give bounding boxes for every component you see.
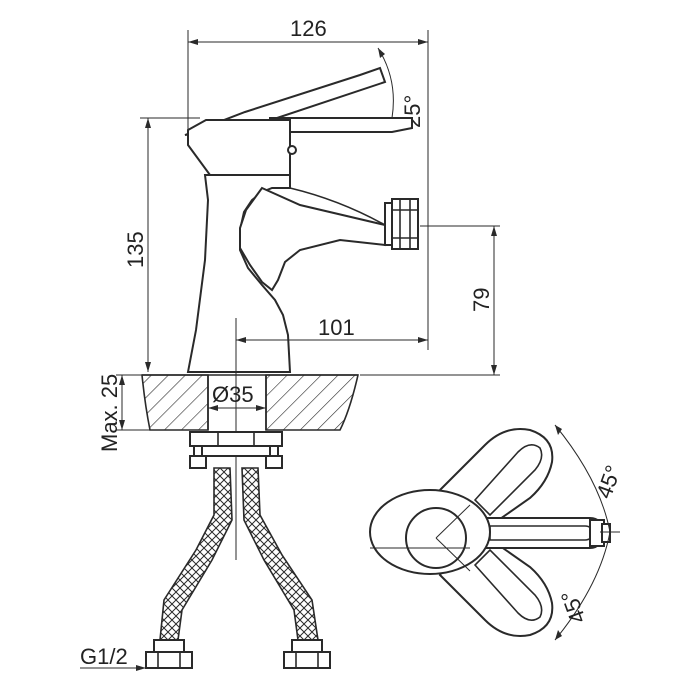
spout-arm: [239, 186, 386, 292]
faucet-body: [184, 66, 419, 560]
hose-nut-right: [283, 651, 331, 669]
mounting-surface: [141, 374, 360, 431]
body-column: [186, 174, 292, 373]
hose-right: [241, 467, 319, 641]
dimension-hole-diameter: Ø35: [208, 382, 266, 411]
dimension-height: 135: [123, 117, 200, 372]
dim-thread-label: G1/2: [80, 644, 128, 669]
dim-max-thickness-label: Max. 25: [97, 374, 122, 452]
dim-spout-reach-label: 101: [318, 315, 355, 340]
dim-spout-height-label: 79: [469, 288, 494, 312]
dim-height-label: 135: [123, 231, 148, 268]
dim-width-label: 126: [290, 16, 327, 41]
mounting-nut: [189, 431, 283, 447]
dim-angle-bottom-label: 45°: [556, 587, 591, 627]
hose-nut-left: [145, 651, 193, 669]
dimension-spout-reach: 101: [236, 315, 428, 343]
lever-handle-flat: [269, 117, 413, 133]
cartridge-head: [187, 119, 291, 176]
dim-hole-diameter-label: Ø35: [212, 382, 254, 407]
dimension-max-thickness: Max. 25: [97, 374, 150, 452]
dimension-lever-angle: 25°: [377, 47, 425, 128]
dimension-width: 126: [187, 16, 429, 350]
mounting-hardware: [189, 431, 283, 469]
top-view: 45° 45°: [369, 424, 626, 641]
spout-nozzle-ring: [391, 198, 419, 250]
dimension-thread: G1/2: [80, 644, 146, 671]
dimension-spout-height: 79: [360, 225, 500, 376]
dim-angle-top-label: 45°: [591, 462, 626, 502]
hose-left: [159, 467, 233, 641]
flexible-hoses: [145, 467, 331, 669]
